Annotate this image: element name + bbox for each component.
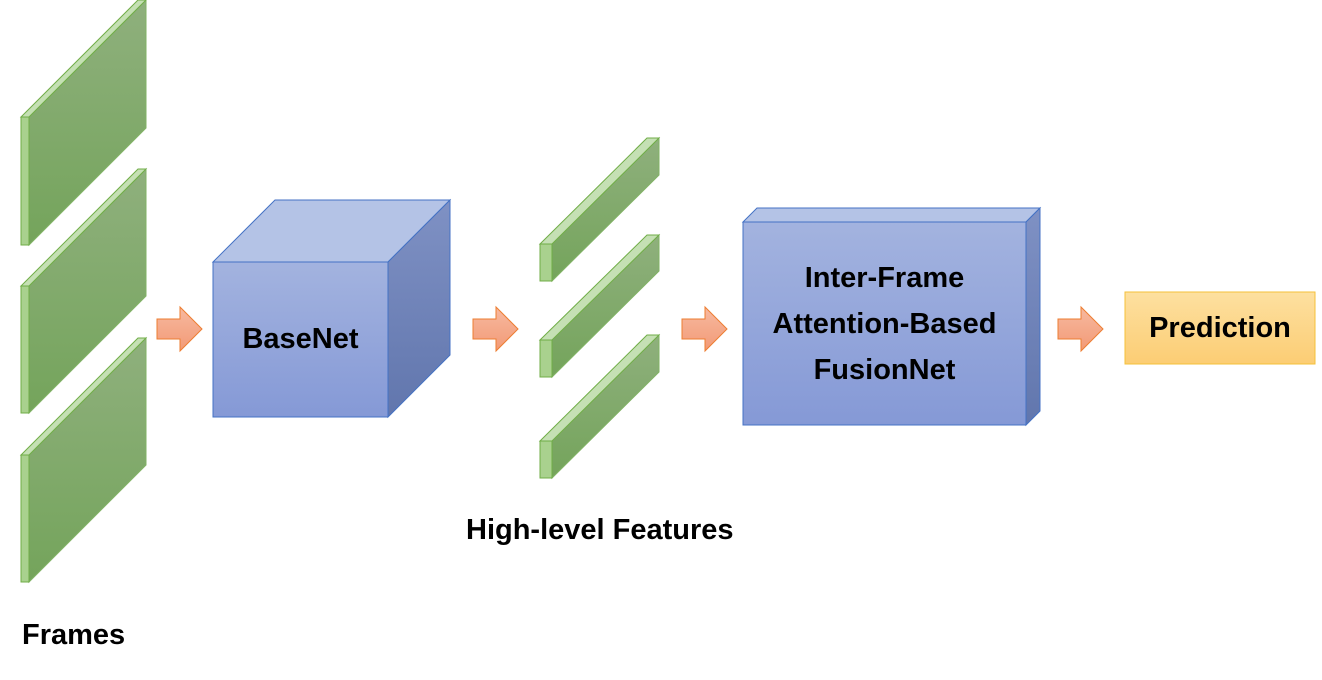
feature-bar-2 [538,233,661,379]
arrow-fusionnet-to-prediction [1057,305,1104,353]
fusionnet-label: Inter-Frame Attention-Based FusionNet [743,222,1026,425]
fusionnet-label-line-3: FusionNet [813,353,956,386]
arrow-features-to-fusionnet [681,305,728,353]
basenet-label: BaseNet [242,323,359,355]
frame-slab-1 [19,0,147,247]
prediction-box [1124,291,1316,365]
fusionnet-label-line-2: Attention-Based [772,307,997,340]
frames-caption: Frames [22,619,126,651]
arrow-basenet-to-features [472,305,519,353]
features-caption: High-level Features [466,514,734,546]
frame-slab-2 [19,167,148,415]
arrow-frames-to-basenet [156,305,203,353]
frame-slab-3 [19,336,148,584]
fusionnet-label-line-1: Inter-Frame [804,261,965,294]
prediction-label: Prediction [1149,311,1291,344]
feature-bar-3 [538,333,661,480]
fusionnet-box [741,206,1042,427]
basenet-cube [211,198,452,419]
feature-bar-1 [538,136,661,283]
